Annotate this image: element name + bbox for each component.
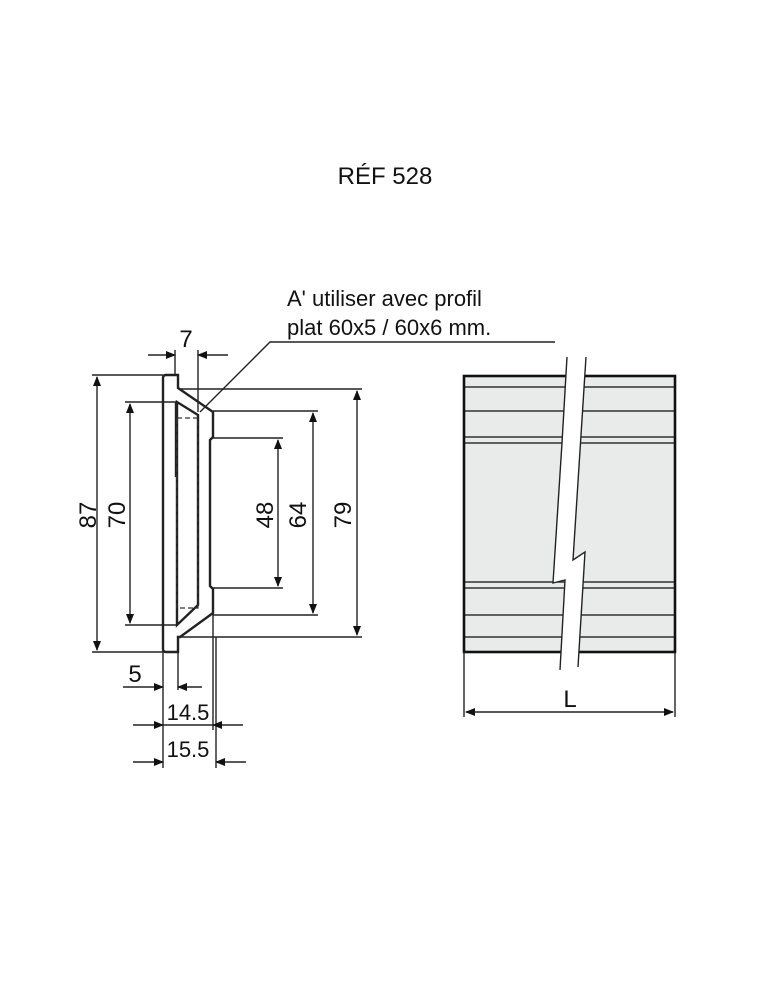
dim-64: 64 <box>213 410 318 616</box>
note-line-1: A' utiliser avec profil <box>287 286 482 311</box>
break-line-right <box>572 356 587 668</box>
dim-48: 48 <box>212 437 283 589</box>
dim-87-label: 87 <box>75 502 102 529</box>
break-line-left <box>552 356 568 671</box>
dim-5: 5 <box>123 661 202 691</box>
dim-length: L <box>463 652 676 717</box>
dim-64-label: 64 <box>285 502 312 529</box>
dim-79-label: 79 <box>330 502 357 529</box>
dim-7: 7 <box>148 326 228 412</box>
dim-70: 70 <box>104 401 177 626</box>
dim-70-label: 70 <box>104 502 131 529</box>
drawing-title: RÉF 528 <box>338 163 433 190</box>
dim-48-label: 48 <box>252 502 279 529</box>
dim-87: 87 <box>75 374 163 653</box>
side-view <box>462 356 677 671</box>
dim-length-label: L <box>563 686 576 713</box>
dim-7-label: 7 <box>179 326 192 353</box>
dim-14-5-label: 14.5 <box>167 700 210 725</box>
break-gap <box>553 357 586 670</box>
dim-14-5: 14.5 <box>133 700 243 729</box>
note-line-2: plat 60x5 / 60x6 mm. <box>287 315 491 340</box>
dim-15-5-label: 15.5 <box>167 737 210 762</box>
dim-5-label: 5 <box>128 661 141 688</box>
dim-79: 79 <box>180 388 362 638</box>
section-profile <box>161 373 215 654</box>
dim-15-5: 15.5 <box>133 737 246 766</box>
bottom-extension-lines <box>162 613 217 768</box>
